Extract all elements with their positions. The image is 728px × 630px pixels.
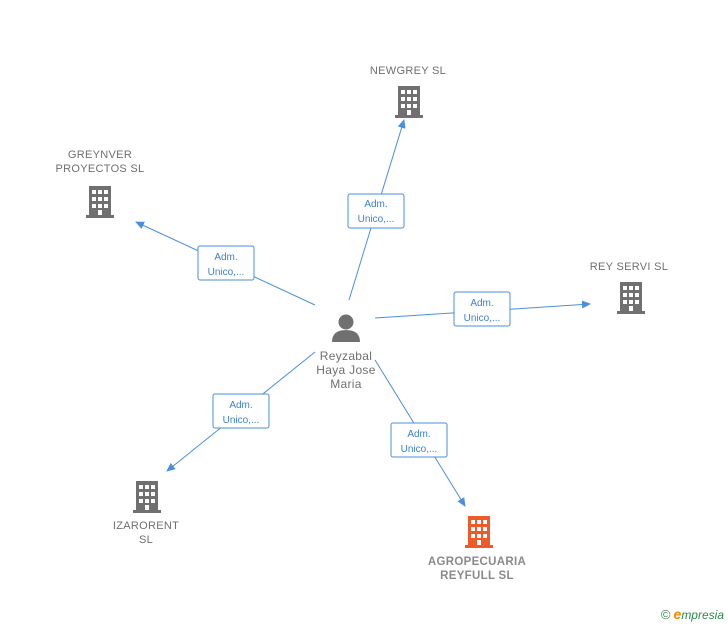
building-icon[interactable] (86, 186, 114, 218)
building-icon-highlighted[interactable] (465, 516, 493, 548)
copyright-icon: © (660, 607, 671, 622)
edge-label-reyservi[interactable]: Adm. Unico,... (453, 291, 511, 327)
person-name[interactable]: Reyzabal Haya Jose Maria (316, 349, 376, 391)
edge-label-line2: Unico,... (358, 214, 395, 225)
company-name-newgrey[interactable]: NEWGREY SL (369, 65, 447, 77)
edge-label-line1: Adm. (407, 429, 430, 440)
building-icon[interactable] (133, 481, 161, 513)
company-name-reyservi[interactable]: REY SERVI SL (589, 261, 669, 273)
company-name-izarorent[interactable]: IZARORENT SL (112, 520, 180, 546)
edge-label-line2: Unico,... (208, 267, 245, 278)
company-name-agropecuaria[interactable]: AGROPECUARIA REYFULL SL (427, 556, 527, 582)
company-name-greynver[interactable]: GREYNVER PROYECTOS SL (55, 149, 145, 175)
edge-label-line2: Unico,... (401, 444, 438, 455)
edge-label-line2: Unico,... (464, 313, 501, 324)
brand-footer: ©empresia (661, 606, 724, 622)
building-icon[interactable] (617, 282, 645, 314)
brand-initial: e (673, 606, 682, 622)
edge-label-agropecuaria[interactable]: Adm. Unico,... (390, 422, 448, 458)
edge-label-line1: Adm. (214, 252, 237, 263)
edge-label-line1: Adm. (229, 400, 252, 411)
person-icon[interactable] (332, 314, 360, 343)
edge-label-izarorent[interactable]: Adm. Unico,... (212, 393, 270, 429)
edge-label-line1: Adm. (470, 298, 493, 309)
building-icon[interactable] (395, 86, 423, 118)
edge-label-greynver[interactable]: Adm. Unico,... (197, 245, 255, 281)
edge-label-line1: Adm. (364, 199, 387, 210)
brand-name: mpresia (681, 608, 724, 622)
edge-label-line2: Unico,... (223, 415, 260, 426)
edge-label-newgrey[interactable]: Adm. Unico,... (347, 193, 405, 229)
